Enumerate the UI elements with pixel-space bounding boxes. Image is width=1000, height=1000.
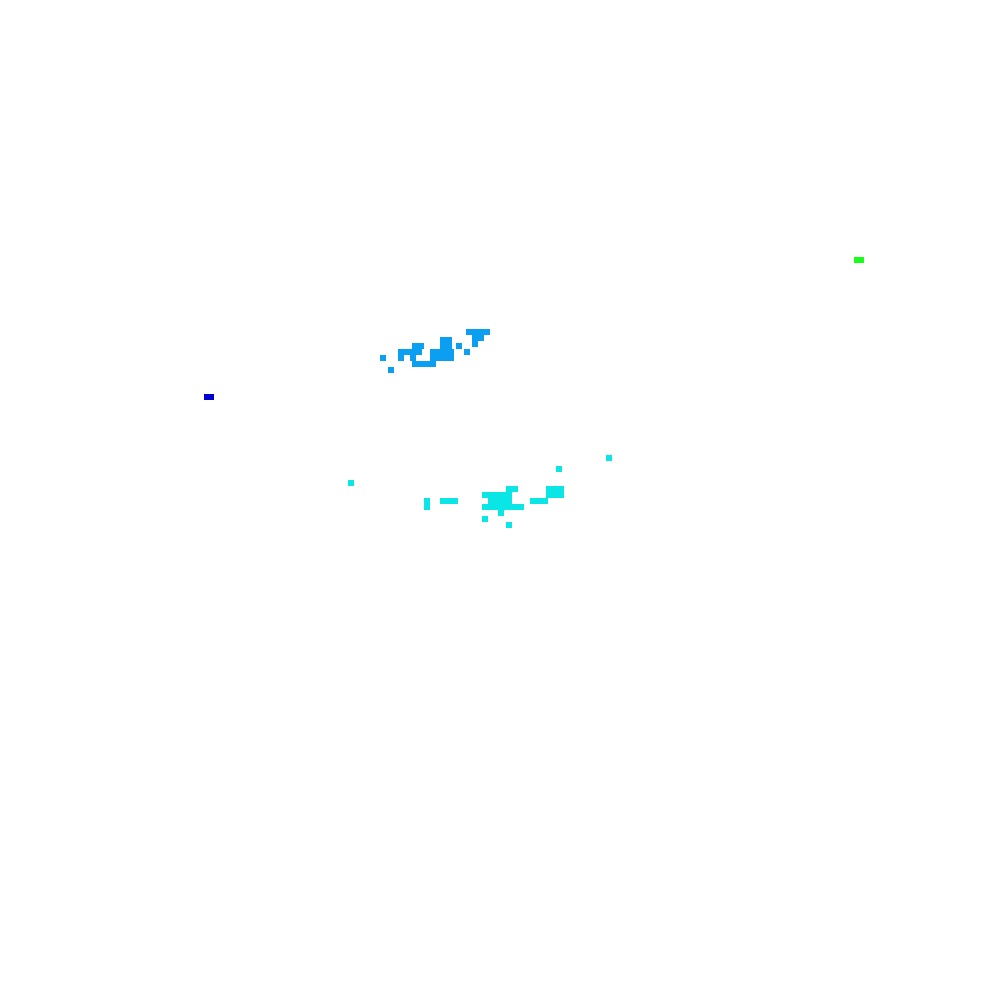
blue-cluster-pixel [436, 355, 442, 361]
cyan-cluster-pixel [546, 492, 552, 498]
blue-cluster-pixel [478, 335, 484, 341]
cyan-cluster-pixel [512, 504, 518, 510]
cyan-cluster-pixel [452, 498, 458, 504]
cyan-cluster-pixel [506, 498, 512, 504]
green-point-pixel [854, 257, 860, 263]
cyan-cluster-pixel [558, 486, 564, 492]
cyan-cluster-pixel [494, 504, 500, 510]
navy-point-pixel [208, 394, 214, 400]
blue-cluster-pixel [418, 361, 424, 367]
blue-cluster-pixel [436, 349, 442, 355]
blue-cluster-pixel [464, 349, 470, 355]
blue-cluster-pixel [446, 343, 452, 349]
blue-cluster-pixel [430, 361, 436, 367]
blue-cluster-pixel [410, 349, 416, 355]
blue-cluster-pixel [416, 349, 422, 355]
blue-cluster-pixel [478, 329, 484, 335]
cyan-cluster-pixel [424, 498, 430, 504]
cyan-cluster-pixel [488, 498, 494, 504]
cyan-cluster-pixel [552, 486, 558, 492]
cyan-cluster-pixel [440, 498, 446, 504]
cyan-cluster-pixel [506, 504, 512, 510]
blue-cluster-pixel [440, 337, 446, 343]
blue-cluster-pixel [398, 349, 404, 355]
cyan-cluster-pixel [506, 522, 512, 528]
blue-cluster-pixel [380, 355, 386, 361]
cyan-cluster-pixel [446, 498, 452, 504]
blue-cluster-pixel [466, 329, 472, 335]
blue-cluster-pixel [440, 343, 446, 349]
cyan-cluster-pixel [506, 492, 512, 498]
blue-cluster-pixel [398, 355, 404, 361]
cyan-cluster-pixel [500, 498, 506, 504]
navy-point-pixel [204, 394, 210, 400]
cyan-cluster-pixel [482, 504, 488, 510]
cyan-cluster-pixel [500, 492, 506, 498]
green-point-pixel [858, 257, 864, 263]
blue-cluster-pixel [472, 329, 478, 335]
blue-cluster-pixel [448, 349, 454, 355]
blue-cluster-pixel [446, 337, 452, 343]
cyan-cluster-pixel [488, 492, 494, 498]
blue-cluster-pixel [456, 343, 462, 349]
cyan-cluster-pixel [546, 486, 552, 492]
cyan-cluster-pixel [530, 498, 536, 504]
cyan-cluster-pixel [498, 510, 504, 516]
blue-cluster-pixel [410, 355, 416, 361]
cyan-cluster-pixel [506, 486, 512, 492]
cyan-cluster-pixel [488, 504, 494, 510]
blue-cluster-pixel [418, 343, 424, 349]
cyan-cluster-pixel [494, 498, 500, 504]
blue-cluster-pixel [442, 349, 448, 355]
blue-cluster-pixel [430, 355, 436, 361]
cyan-cluster-pixel [500, 504, 506, 510]
cyan-cluster-pixel [348, 480, 354, 486]
blue-cluster-pixel [472, 341, 478, 347]
cyan-cluster-pixel [542, 498, 548, 504]
blue-cluster-pixel [424, 361, 430, 367]
cyan-cluster-pixel [482, 516, 488, 522]
cyan-cluster-pixel [512, 486, 518, 492]
cyan-cluster-pixel [482, 492, 488, 498]
cyan-cluster-pixel [536, 498, 542, 504]
blue-cluster-pixel [412, 361, 418, 367]
blue-cluster-pixel [448, 355, 454, 361]
blue-cluster-pixel [442, 355, 448, 361]
cyan-cluster-pixel [518, 504, 524, 510]
cyan-cluster-pixel [552, 492, 558, 498]
blue-cluster-pixel [412, 343, 418, 349]
blue-cluster-pixel [388, 367, 394, 373]
blue-cluster-pixel [404, 349, 410, 355]
cyan-cluster-pixel [558, 492, 564, 498]
cyan-cluster-pixel [424, 504, 430, 510]
cyan-cluster-pixel [494, 492, 500, 498]
cyan-cluster-pixel [556, 466, 562, 472]
blue-cluster-pixel [484, 329, 490, 335]
cyan-cluster-pixel [606, 455, 612, 461]
blue-cluster-pixel [430, 349, 436, 355]
blue-cluster-pixel [472, 335, 478, 341]
